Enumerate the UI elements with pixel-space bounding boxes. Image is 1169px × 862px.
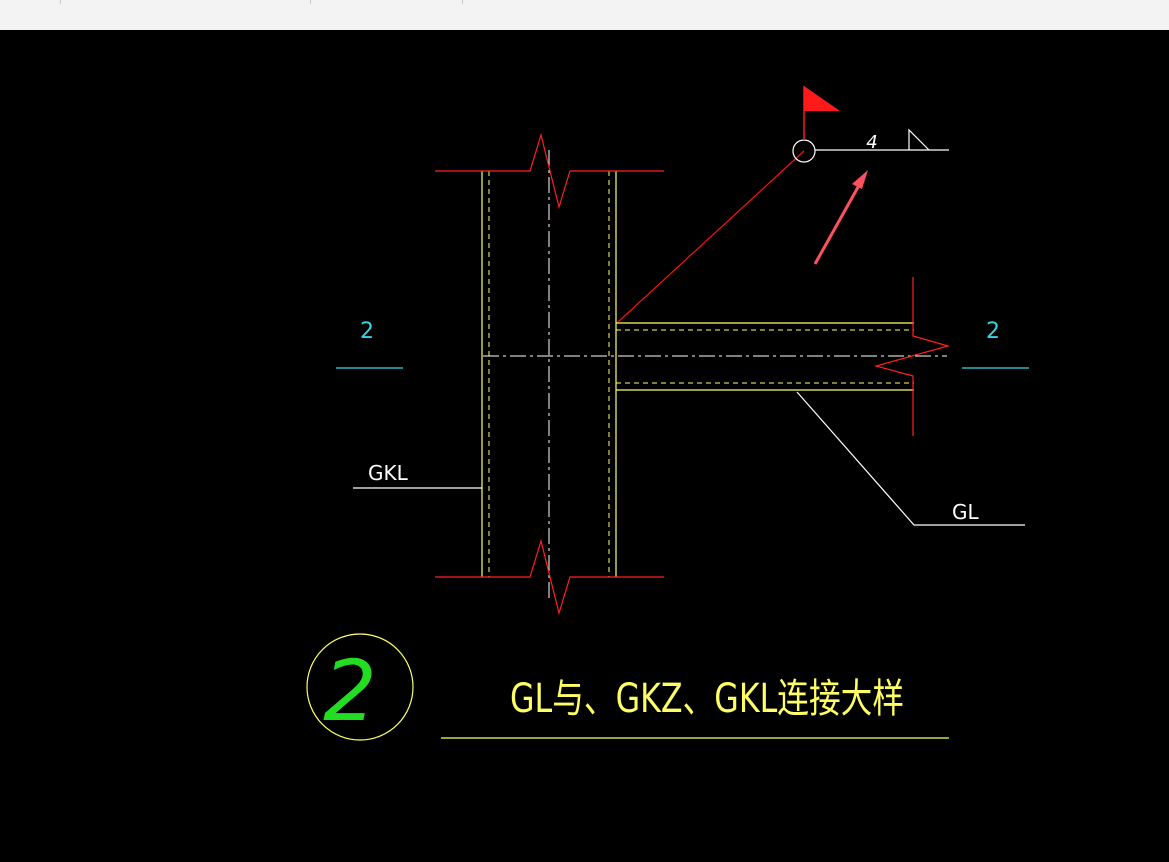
field-weld-flag-icon <box>804 86 840 111</box>
annotation-arrow-shaft <box>813 179 864 265</box>
gl-leader-line <box>796 391 1025 526</box>
section-mark-right-label: 2 <box>986 319 1000 344</box>
fillet-weld-symbol <box>908 128 930 151</box>
annotation-arrow-icon <box>852 170 868 189</box>
detail-title: GL与、GKZ、GKL连接大样 <box>510 676 904 722</box>
cad-drawing-canvas[interactable]: 4 2 2 GKL GL 2 GL与、GKZ、GKL连接大样 <box>0 30 1169 862</box>
beam-break-line <box>873 277 951 436</box>
weld-leader-line <box>617 150 805 323</box>
gkl-label: GKL <box>368 461 409 485</box>
beam-gl <box>616 322 914 391</box>
column-bottom-break-line <box>435 538 664 616</box>
detail-drawing: 4 2 2 GKL GL 2 GL与、GKZ、GKL连接大样 <box>306 86 1029 741</box>
column-gkz <box>481 150 617 598</box>
gl-label: GL <box>952 500 979 524</box>
detail-number: 2 <box>323 642 376 740</box>
section-mark-left-label: 2 <box>360 319 374 344</box>
detail-number-circle <box>306 633 414 741</box>
weld-size-label: 4 <box>866 132 877 153</box>
column-top-break-line <box>435 132 664 210</box>
title-bar <box>0 0 1169 31</box>
